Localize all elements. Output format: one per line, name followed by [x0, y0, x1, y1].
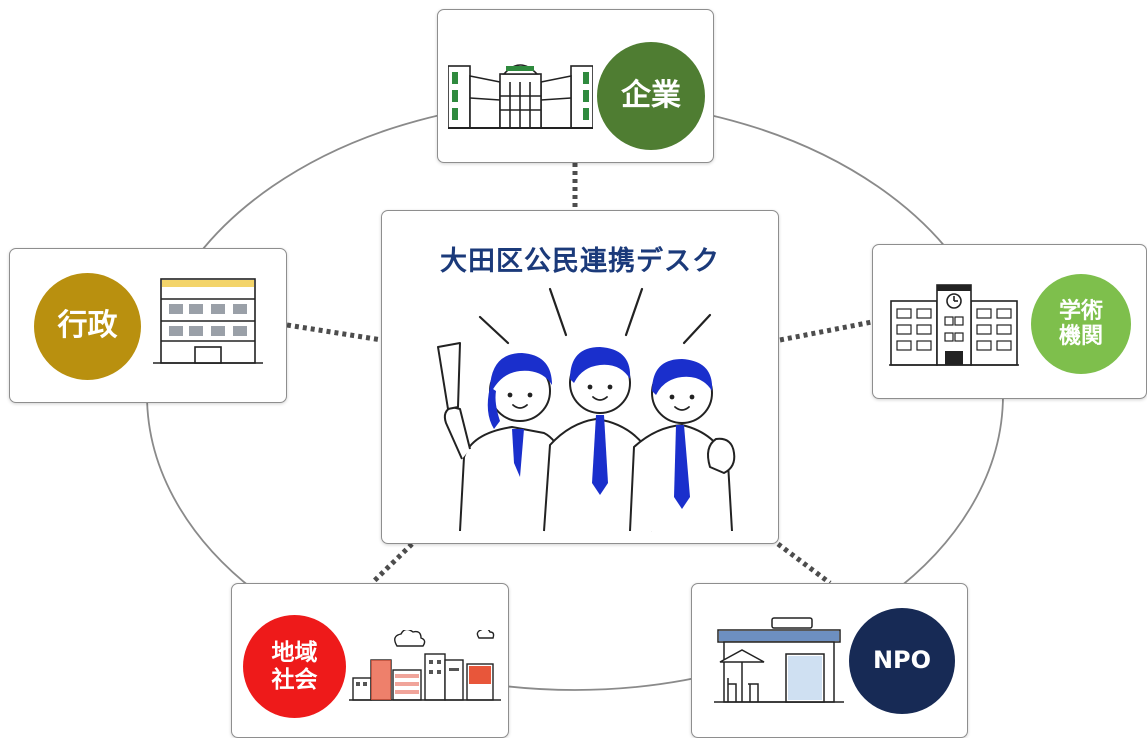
node-card-academic: 学術 機関: [872, 244, 1147, 399]
storefront-cafe-icon: [714, 617, 844, 703]
node-card-npo: NPO: [691, 583, 968, 738]
town-buildings-icon: [349, 630, 501, 701]
node-label-company: 企業: [621, 77, 681, 113]
node-label-npo: NPO: [872, 646, 932, 675]
center-card: 大田区公民連携デスク: [381, 210, 779, 544]
node-card-company: 企業: [437, 9, 714, 163]
connector-npo: [776, 542, 832, 585]
node-card-gov: 行政: [9, 248, 287, 403]
office-building-icon: [448, 64, 593, 129]
government-building-icon: [153, 278, 263, 364]
node-badge-academic: 学術 機関: [1031, 274, 1131, 374]
node-label-academic-line1: 学術: [1058, 298, 1103, 324]
connector-academic: [779, 319, 873, 343]
node-label-gov: 行政: [57, 308, 118, 344]
school-building-icon: [889, 284, 1019, 366]
node-badge-community: 地域 社会: [243, 615, 346, 718]
node-card-community: 地域 社会: [231, 583, 509, 738]
center-title: 大田区公民連携デスク: [440, 246, 720, 277]
burst-lines-icon: [478, 287, 712, 345]
connector-community: [370, 542, 414, 585]
node-label-academic-line2: 機関: [1058, 324, 1103, 349]
node-badge-gov: 行政: [34, 273, 141, 380]
node-badge-npo: NPO: [849, 608, 955, 714]
node-badge-company: 企業: [597, 42, 705, 150]
node-label-community-line2: 社会: [271, 666, 318, 693]
node-label-community-line1: 地域: [271, 640, 318, 667]
cheering-team-illustration: [437, 287, 736, 532]
connector-gov: [286, 322, 383, 343]
